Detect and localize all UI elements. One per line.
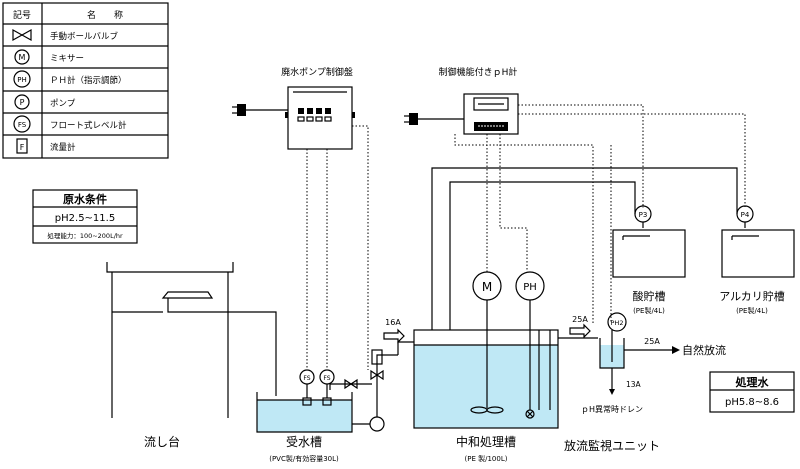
- sink-label: 流し台: [144, 434, 180, 449]
- flow-arrow-16a: 16A: [383, 318, 405, 344]
- drain-pipe: [216, 311, 277, 396]
- power-plug-icon: [232, 104, 288, 116]
- pump-p4-label: P4: [741, 211, 750, 219]
- pump-p3-label: P3: [639, 211, 648, 219]
- legend-symbol: F: [20, 143, 25, 152]
- legend-item-label: 流量計: [50, 142, 76, 153]
- pump-panel-label: 廃水ポンプ制御盤: [281, 66, 353, 78]
- acid-tank-spec: (PE製/4L): [633, 306, 665, 315]
- ph-controller-label: 制御機能付きｐH計: [439, 66, 518, 78]
- inlet-pipe: [397, 341, 414, 355]
- legend-table: 記号 名 称 手動ボールバルブ M ミキサー PH ＰＨ計（指示調節） P ポン…: [2, 2, 169, 159]
- alkali-tank: アルカリ貯槽 (PE製/4L): [719, 222, 795, 315]
- neutralization-tank-label: 中和処理槽: [456, 434, 516, 449]
- discharge-label: 自然放流: [682, 343, 726, 357]
- ph-meter-icon: PH: [13, 70, 31, 88]
- legend-symbol: PH: [17, 76, 27, 84]
- flowmeter-icon: [371, 349, 383, 365]
- receiving-tank-spec: (PVC製/有効容量30L): [269, 454, 339, 463]
- neutralization-tank-spec: (PE 製/100L): [465, 454, 508, 463]
- legend-item-label: ＰＨ計（指示調節）: [50, 75, 127, 86]
- alkali-tank-spec: (PE製/4L): [736, 306, 768, 315]
- treated-water-title: 処理水: [735, 375, 770, 389]
- svg-text:FS: FS: [303, 375, 310, 382]
- power-plug-icon: [404, 113, 464, 125]
- legend-item-label: フロート式レベル計: [50, 120, 127, 131]
- mixer-icon: M: [14, 49, 30, 65]
- legend-symbol: M: [19, 53, 26, 62]
- legend-symbol: FS: [18, 121, 27, 129]
- treated-water-ph: pH5.8~8.6: [725, 397, 779, 408]
- pipe-25a-in-label: 25A: [572, 315, 588, 324]
- pump-p3: P3: [634, 205, 652, 223]
- flow-arrow-25a: 25A: [569, 315, 591, 339]
- ph-drain-label: ｐH異常時ドレン: [581, 405, 643, 414]
- ph-controller-unit: 制御機能付きｐH計: [439, 66, 519, 135]
- ball-valve-icon: [344, 378, 358, 390]
- acid-tank-label: 酸貯槽: [633, 289, 666, 303]
- ph-sensor-label: PH: [523, 282, 537, 293]
- ph2-label: PH2: [611, 319, 624, 327]
- signal-lines: [306, 104, 746, 370]
- legend-item-label: ミキサー: [50, 54, 84, 64]
- legend-item-label: ポンプ: [50, 99, 76, 109]
- flowmeter-icon: F: [16, 138, 28, 154]
- pump-p4: P4: [736, 205, 754, 223]
- mixer: M: [470, 271, 504, 414]
- legend-header-symbol: 記号: [13, 9, 31, 21]
- receiving-tank-label: 受水槽: [286, 435, 322, 449]
- svg-text:FS: FS: [323, 375, 330, 382]
- pipe-25a-out-label: 25A: [644, 337, 660, 346]
- arrow-down-icon: [609, 389, 615, 395]
- ph-sensor: PH: [515, 271, 545, 419]
- arrow-right-icon: [672, 346, 680, 354]
- transfer-pipe: [376, 354, 398, 417]
- neutralization-tank: 中和処理槽 (PE 製/100L): [413, 329, 559, 463]
- pump-icon: P: [14, 94, 30, 110]
- float-switch-gauge: FS: [299, 369, 315, 398]
- receiving-tank: 受水槽 (PVC製/有効容量30L): [256, 392, 353, 463]
- raw-water-conditions-box: 原水条件 pH2.5~11.5 処理能力：100~200L/hr: [32, 189, 138, 244]
- raw-water-title: 原水条件: [63, 192, 107, 206]
- raw-water-ph: pH2.5~11.5: [55, 213, 115, 224]
- legend-symbol: P: [20, 98, 25, 107]
- mixer-label: M: [482, 280, 492, 294]
- discharge-monitor-unit: 放流監視ユニット: [564, 330, 660, 453]
- acid-tank: 酸貯槽 (PE製/4L): [612, 222, 686, 315]
- pump-control-panel: 廃水ポンプ制御盤: [281, 66, 355, 150]
- ball-valve-icon: [370, 369, 384, 381]
- monitor-unit-label: 放流監視ユニット: [564, 438, 660, 453]
- pipe-16a-label: 16A: [385, 318, 401, 327]
- ph-sensor-2: PH2: [607, 312, 627, 332]
- legend-header-name: 名 称: [87, 9, 123, 21]
- raw-water-capacity: 処理能力：100~200L/hr: [47, 231, 123, 240]
- suction-pipe: [329, 383, 372, 390]
- transfer-pump: [352, 416, 385, 432]
- ball-valve-icon: [12, 28, 32, 42]
- treated-water-box: 処理水 pH5.8~8.6: [709, 371, 795, 413]
- sink-stand: 流し台: [106, 262, 234, 449]
- alkali-tank-label: アルカリ貯槽: [719, 290, 785, 303]
- alkali-feed-pipe: [431, 167, 738, 330]
- float-switch-icon: FS: [13, 115, 31, 133]
- acid-feed-pipe: [449, 181, 636, 330]
- neutralization-tank-water: [414, 345, 558, 428]
- pipe-13a-label: 13A: [626, 380, 642, 389]
- legend-item-label: 手動ボールバルブ: [50, 31, 119, 42]
